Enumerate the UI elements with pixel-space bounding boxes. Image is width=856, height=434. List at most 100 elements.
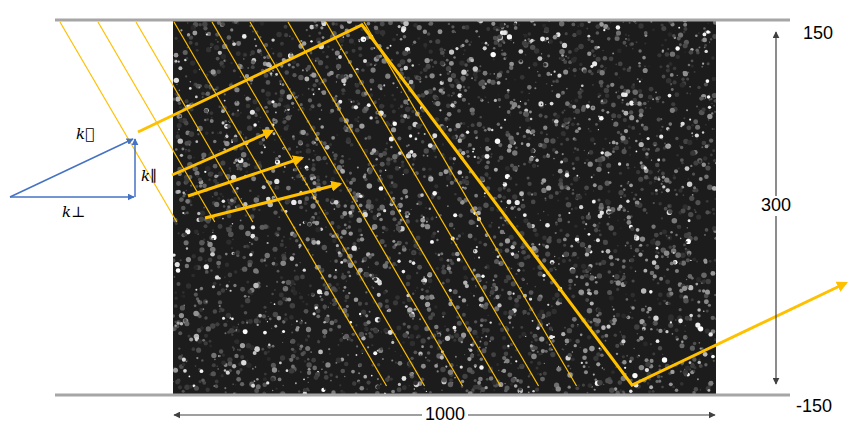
grain [382,358,384,360]
grain [559,229,562,232]
grain [540,131,543,134]
grain [704,47,706,49]
grain [514,303,519,308]
grain [707,389,710,392]
grain [433,149,436,152]
grain [709,41,710,42]
grain [695,283,698,286]
grain [373,277,377,281]
grain [219,310,221,312]
grain [568,212,570,214]
grain [264,73,269,78]
grain [449,378,453,382]
grain [192,347,196,351]
grain [213,140,217,144]
grain [618,380,623,385]
grain [406,282,411,287]
grain [303,379,305,381]
grain [625,245,627,247]
grain [475,30,478,33]
grain [527,255,531,259]
grain [173,381,174,382]
grain [446,185,448,187]
grain [219,131,222,134]
grain [386,157,390,161]
grain [174,324,176,326]
grain [317,289,322,294]
grain [699,364,703,368]
grain [359,234,360,235]
grain [173,314,175,317]
grain [280,83,282,85]
grain [603,56,608,61]
grain [176,282,180,286]
grain [523,163,526,166]
grain [232,42,236,46]
grain [339,189,342,192]
grain [559,178,563,182]
grain [652,98,654,100]
grain [714,237,716,240]
grain [400,104,403,107]
grain [229,225,232,228]
grain [587,35,590,38]
grain [562,111,564,113]
grain [173,258,175,262]
grain [589,130,591,132]
grain [291,331,293,333]
grain [358,248,360,250]
grain [472,330,477,335]
grain [447,259,450,262]
grain [467,304,468,305]
grain [537,165,539,167]
grain [271,376,276,381]
grain [453,326,457,330]
grain [318,82,321,85]
grain [595,281,598,284]
grain [699,46,701,48]
grain [642,147,646,151]
grain [273,119,278,124]
grain [229,167,231,169]
grain [570,183,573,186]
grain [628,35,629,36]
grain [672,245,676,249]
grain [624,219,626,221]
grain [458,213,462,217]
grain [708,163,710,165]
grain [205,270,209,274]
grain [395,361,397,363]
grain [437,192,439,194]
grain [468,103,470,105]
grain [607,270,611,274]
grain [689,314,693,318]
grain [219,150,221,152]
grain [645,258,648,261]
grain [579,63,582,66]
grain [321,388,325,392]
grain [344,376,345,377]
grain [510,363,512,365]
grain [382,232,383,233]
grain [189,41,193,45]
grain [638,89,642,93]
grain [437,230,439,232]
grain [498,98,502,102]
grain [275,92,277,94]
grain [465,321,469,325]
grain [489,340,491,342]
grain [246,343,251,348]
grain [429,40,432,43]
grain [477,156,480,159]
grain [330,303,331,304]
grain [255,270,259,274]
grain [661,185,666,190]
grain [528,93,529,94]
grain [515,273,517,275]
grain [333,153,337,157]
grain [460,134,465,139]
grain [675,319,677,321]
grain [415,219,418,222]
grain [302,300,304,302]
grain [493,297,495,299]
